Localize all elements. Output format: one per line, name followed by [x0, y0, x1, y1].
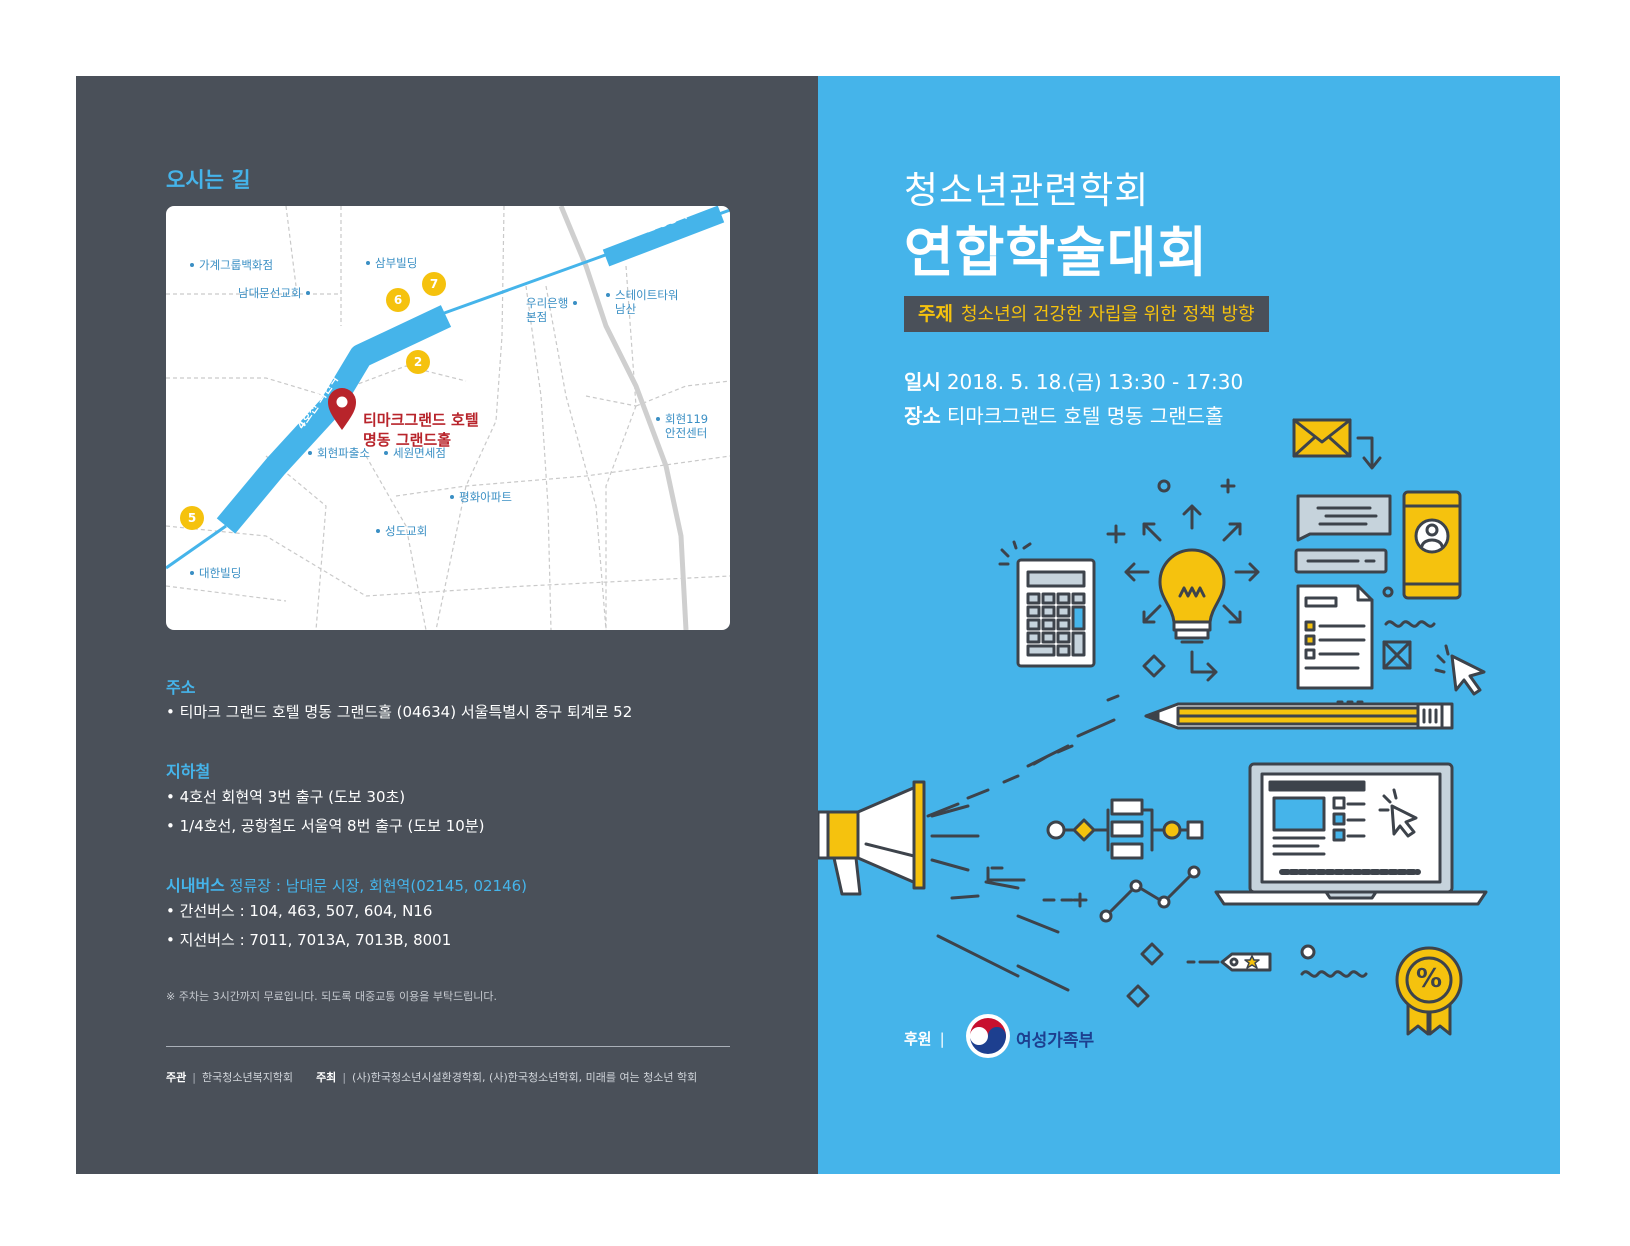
subway-line-1: • 4호선 회현역 3번 출구 (도보 30초): [166, 788, 406, 806]
credits-line: 주관|한국청소년복지학회 주최|(사)한국청소년시설환경학회, (사)한국청소년…: [166, 1071, 698, 1084]
document-icon: [1296, 584, 1374, 704]
address-line: • 티마크 그랜드 호텔 명동 그랜드홀 (04634) 서울특별시 중구 퇴계…: [166, 703, 633, 721]
landmark-police: 회현파출소: [308, 446, 370, 460]
theme-text: 청소년의 건강한 자립을 위한 정책 방향: [960, 304, 1255, 325]
ministry-name: 여성가족부: [1016, 1031, 1095, 1051]
directions-title: 오시는 길: [166, 168, 251, 192]
megaphone-icon: [818, 780, 980, 896]
tag-icon: [1186, 952, 1272, 972]
hotel-pin-icon: [328, 388, 356, 430]
hotel-label-line1: 티마크그랜드 호텔: [363, 411, 479, 429]
laptop-icon: [1214, 762, 1488, 906]
exit-badge-7: 7: [422, 272, 446, 296]
event-panel: 청소년관련학회 연합학술대회 주제 청소년의 건강한 자립을 위한 정책 방향 일…: [818, 76, 1560, 1174]
ministry-logo-icon: [966, 1014, 1010, 1058]
subway-heading: 지하철: [166, 762, 211, 781]
hotel-label: 티마크그랜드 호텔 명동 그랜드홀: [363, 410, 479, 450]
landmark-gage: 가계그룹백화점: [190, 258, 273, 272]
pencil-icon: [1144, 702, 1454, 730]
title-small: 청소년관련학회: [904, 169, 1150, 212]
landmark-pyeonghwa: 평화아파트: [450, 490, 512, 504]
landmark-seongdo: 성도교회: [376, 524, 427, 538]
subway-line-2: • 1/4호선, 공항철도 서울역 8번 출구 (도보 10분): [166, 817, 485, 835]
illustration: [818, 418, 1488, 1036]
divider: [166, 1046, 730, 1047]
location-map: 4호선 명동역 4호선 회현역 6 7 2 5 티마크그랜드 호텔 명동 그랜드…: [166, 206, 730, 630]
landmark-daehan: 대한빌딩: [190, 566, 241, 580]
landmark-sambu: 삼부빌딩: [366, 256, 417, 270]
landmark-sewon: 세원면세점: [384, 446, 446, 460]
sponsor-line: 후원|: [904, 1030, 945, 1048]
bus-line-1: • 간선버스 : 104, 463, 507, 604, N16: [166, 902, 433, 920]
hotel-label-line2: 명동 그랜드홀: [363, 431, 452, 449]
exit-badge-6: 6: [386, 288, 410, 312]
badge-percent-label: %: [1416, 964, 1443, 994]
directions-panel: 오시는 길: [76, 76, 818, 1174]
lightbulb-icon: [1106, 478, 1260, 682]
cursor-icon: [1434, 644, 1486, 696]
exit-badge-2: 2: [406, 350, 430, 374]
map-roads: [166, 206, 730, 630]
theme-label: 주제: [918, 303, 953, 325]
brochure-spread: 오시는 길: [76, 76, 1560, 1174]
line-graph-icon: [1099, 865, 1201, 1008]
smartphone-icon: [1382, 490, 1462, 600]
flowchart-icon: [986, 798, 1204, 908]
calculator-icon: [998, 540, 1096, 668]
theme-box: 주제 청소년의 건강한 자립을 위한 정책 방향: [904, 296, 1269, 332]
chat-bubble-icon: [1294, 494, 1392, 574]
address-heading: 주소: [166, 678, 196, 697]
bus-line-2: • 지선버스 : 7011, 7013A, 7013B, 8001: [166, 931, 452, 949]
parking-note: ※ 주차는 3시간까지 무료입니다. 되도록 대중교통 이용을 부탁드립니다.: [166, 990, 498, 1003]
envelope-icon: [1292, 418, 1382, 470]
exit-badge-5: 5: [180, 506, 204, 530]
badge-icon: [1395, 946, 1463, 1036]
bus-heading: 시내버스 정류장 : 남대문 시장, 회현역(02145, 02146): [166, 876, 528, 895]
landmark-namdaemun-church: 남대문선교회: [238, 286, 311, 300]
title-big: 연합학술대회: [904, 221, 1209, 284]
